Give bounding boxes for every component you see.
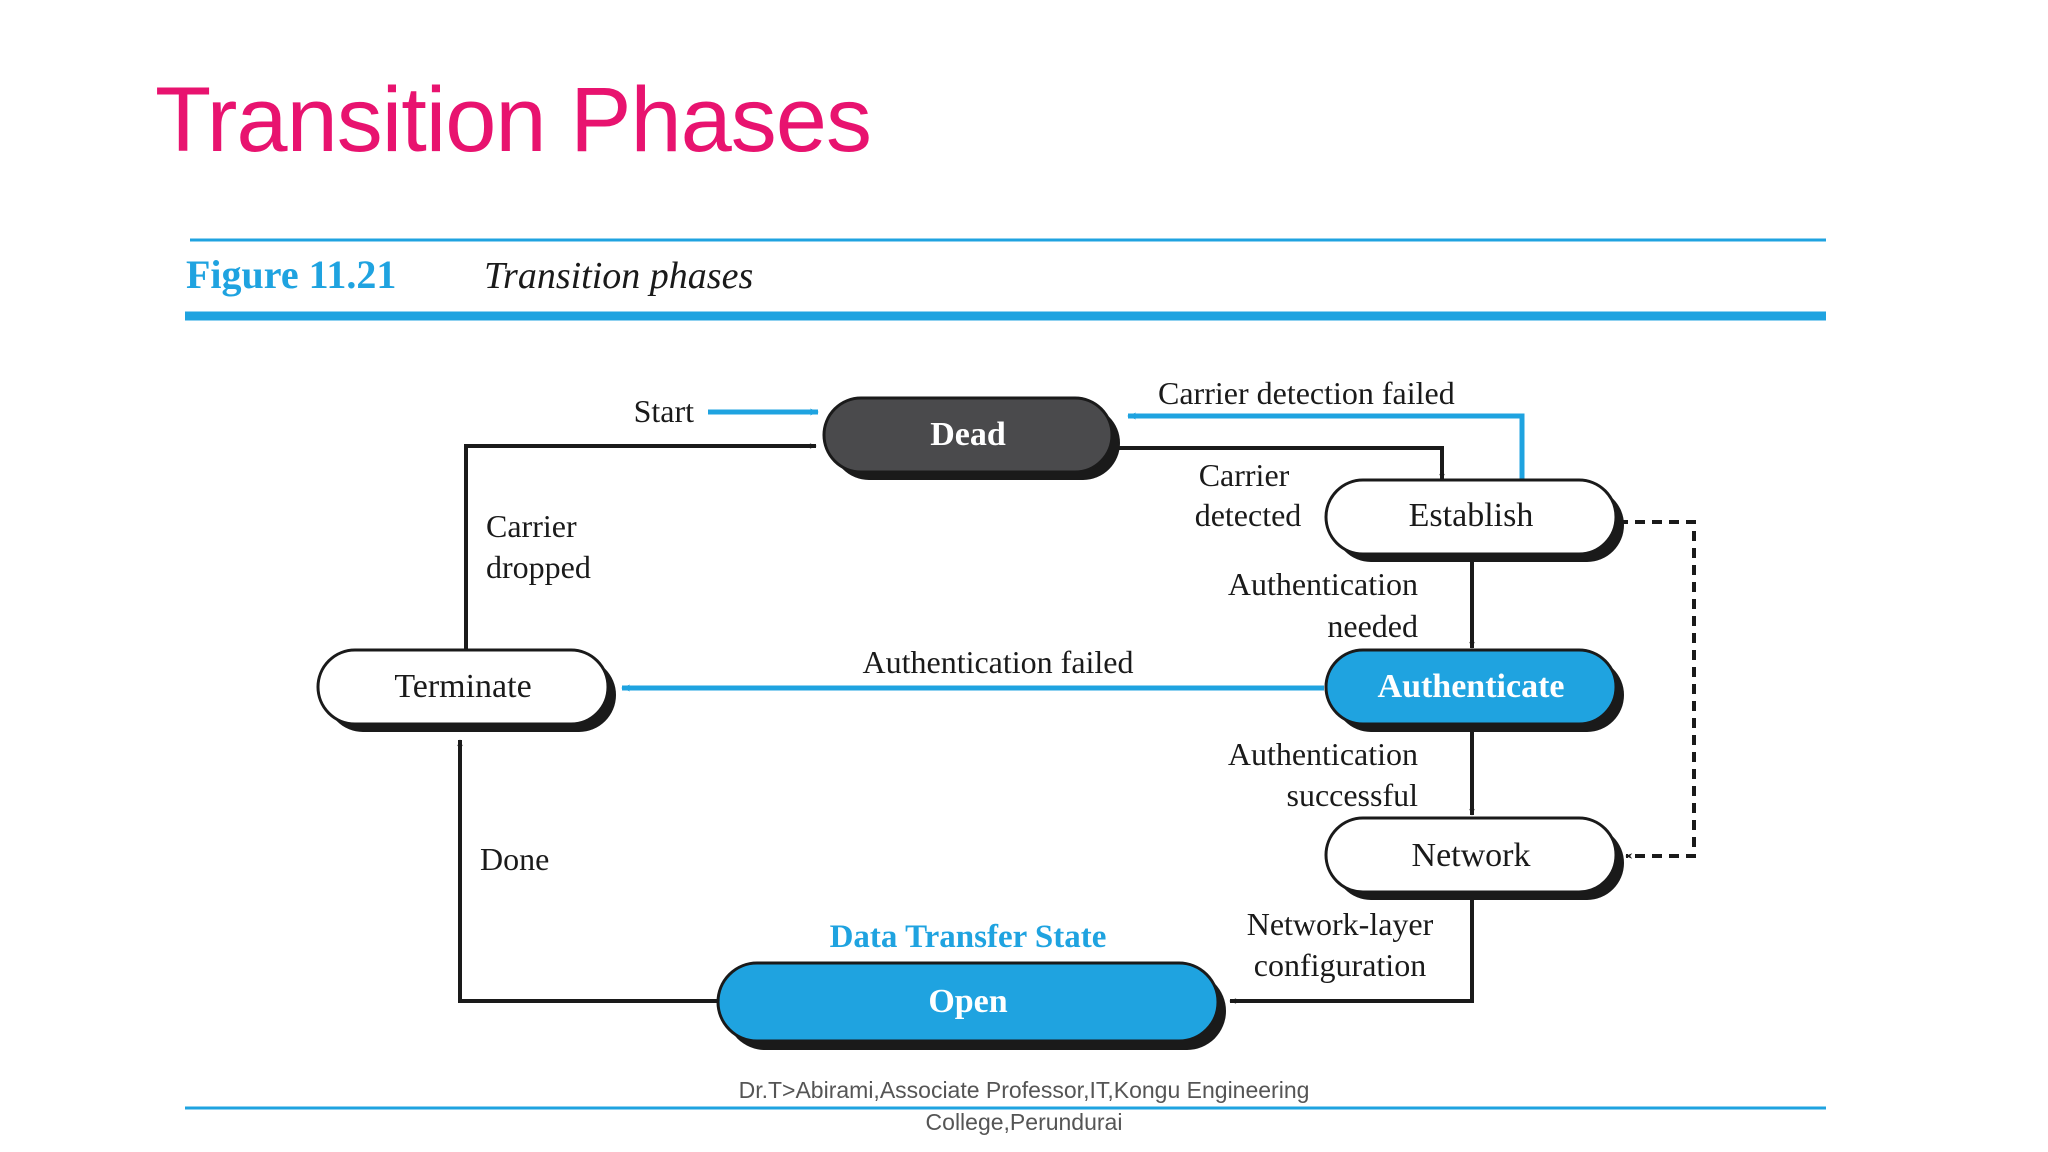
state-terminate-label: Terminate — [394, 668, 531, 705]
state-establish-label: Establish — [1409, 497, 1534, 534]
label-network-layer-configuration-1: Network-layer — [1247, 906, 1434, 942]
carrier-detection-failed-arrow — [1127, 412, 1525, 480]
label-start: Start — [634, 393, 695, 429]
state-authenticate: Authenticate — [1324, 648, 1624, 732]
label-authentication-needed-1: Authentication — [1228, 566, 1418, 602]
state-dead: Dead — [822, 396, 1120, 480]
state-open: Open — [716, 961, 1226, 1050]
label-authentication-successful-1: Authentication — [1228, 736, 1418, 772]
footer-line-2: College,Perundurai — [925, 1109, 1123, 1135]
label-carrier-detected-2: detected — [1195, 497, 1302, 533]
data-transfer-state-label: Data Transfer State — [830, 919, 1107, 955]
slide-title: Transition Phases — [155, 69, 872, 171]
label-authentication-needed-2: needed — [1327, 608, 1418, 644]
label-authentication-failed: Authentication failed — [862, 644, 1133, 680]
state-authenticate-label: Authenticate — [1378, 668, 1565, 705]
label-done: Done — [480, 841, 549, 877]
figure-caption: Transition phases — [484, 255, 753, 297]
label-carrier-detected-1: Carrier — [1199, 457, 1290, 493]
figure-number: Figure 11.21 — [186, 252, 396, 297]
label-network-layer-configuration-2: configuration — [1254, 947, 1426, 983]
label-authentication-successful-2: successful — [1286, 777, 1418, 813]
state-terminate: Terminate — [316, 648, 616, 732]
establish-to-network-dashed-arrow — [1618, 520, 1696, 859]
state-establish: Establish — [1324, 478, 1624, 562]
slide-footer: Dr.T>Abirami,Associate Professor,IT,Kong… — [600, 1074, 1448, 1138]
label-carrier-detection-failed: Carrier detection failed — [1158, 375, 1455, 411]
state-open-label: Open — [928, 983, 1007, 1020]
label-carrier-dropped-1: Carrier — [486, 508, 577, 544]
label-carrier-dropped-2: dropped — [486, 549, 591, 585]
footer-line-1: Dr.T>Abirami,Associate Professor,IT,Kong… — [738, 1077, 1310, 1103]
network-layer-configuration-arrow — [1229, 896, 1474, 1004]
state-network-label: Network — [1412, 837, 1531, 874]
done-arrow — [457, 739, 718, 1003]
carrier-dropped-arrow — [464, 443, 817, 650]
state-network: Network — [1324, 816, 1624, 900]
carrier-detected-arrow — [1118, 446, 1445, 481]
state-dead-label: Dead — [930, 416, 1006, 453]
